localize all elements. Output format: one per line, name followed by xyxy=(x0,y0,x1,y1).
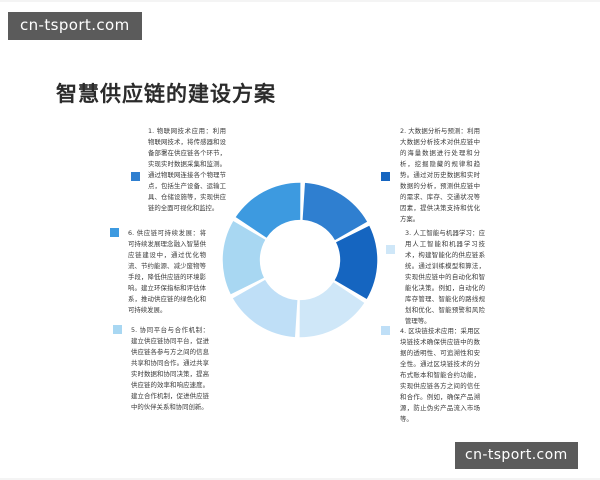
text-block-bigdata: 2. 大数据分析与预测：利用大数据分析技术对供应链中的海量数据进行处理和分析，挖… xyxy=(400,126,480,225)
text-block-ai: 3. 人工智能与机器学习：应用人工智能和机器学习技术，构建智能化的供应链系统。通… xyxy=(405,228,485,327)
slide-top-edge xyxy=(0,0,600,2)
text-block-ai-body: 3. 人工智能与机器学习：应用人工智能和机器学习技术，构建智能化的供应链系统。通… xyxy=(405,229,485,326)
donut-segment-6 xyxy=(235,182,301,238)
text-block-sustainability-body: 6. 供应链可持续发展：将可持续发展理念融入智慧供应链建设中，通过优化物流、节约… xyxy=(128,229,206,315)
bullet-marker-4 xyxy=(381,326,390,335)
donut-segment-3 xyxy=(299,282,365,338)
donut-segment-2 xyxy=(334,225,378,299)
text-block-sustainability: 6. 供应链可持续发展：将可持续发展理念融入智慧供应链建设中，通过优化物流、节约… xyxy=(128,228,206,316)
bullet-marker-2 xyxy=(381,172,390,181)
bullet-marker-3 xyxy=(386,245,395,254)
watermark-top: cn-tsport.com xyxy=(8,12,142,40)
donut-segment-5 xyxy=(222,221,266,295)
donut-segment-1 xyxy=(302,182,368,241)
text-block-collaboration-body: 5. 协同平台与合作机制：建立供应链协同平台，促进供应链各参与方之间的信息共享和… xyxy=(131,326,209,412)
donut-chart-svg xyxy=(222,182,378,338)
watermark-bottom: cn-tsport.com xyxy=(455,442,578,469)
slide-bottom-edge xyxy=(0,478,600,480)
text-block-blockchain-body: 4. 区块链技术应用：采用区块链技术确保供应链中的数据的透明性、可追溯性和安全性… xyxy=(400,327,480,424)
text-block-blockchain: 4. 区块链技术应用：采用区块链技术确保供应链中的数据的透明性、可追溯性和安全性… xyxy=(400,326,480,425)
bullet-marker-1 xyxy=(131,172,140,181)
donut-chart xyxy=(216,176,384,344)
page-title: 智慧供应链的建设方案 xyxy=(56,82,276,106)
donut-segment-4 xyxy=(232,279,298,338)
bullet-marker-5 xyxy=(113,325,122,334)
text-block-iot-body: 1. 物联网技术应用：利用物联网技术，将传感器和设备部署在供应链各个环节，实现实… xyxy=(148,127,226,213)
text-block-iot: 1. 物联网技术应用：利用物联网技术，将传感器和设备部署在供应链各个环节，实现实… xyxy=(148,126,226,214)
text-block-collaboration: 5. 协同平台与合作机制：建立供应链协同平台，促进供应链各参与方之间的信息共享和… xyxy=(131,325,209,413)
donut-segments xyxy=(222,182,378,338)
bullet-marker-6 xyxy=(110,228,119,237)
text-block-bigdata-body: 2. 大数据分析与预测：利用大数据分析技术对供应链中的海量数据进行处理和分析，挖… xyxy=(400,127,480,224)
